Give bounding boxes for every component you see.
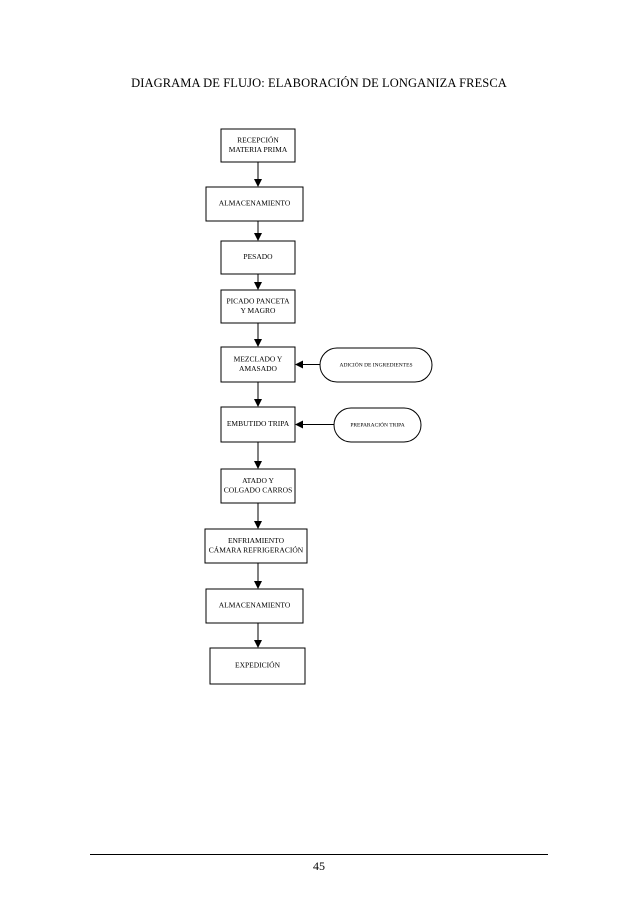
input-tripa-node: PREPARACIÓN TRIPA	[333, 407, 422, 443]
page-number: 45	[313, 859, 325, 873]
step-atado-rect	[220, 468, 296, 504]
step-mezclado-label-line: MEZCLADO Y	[234, 354, 283, 363]
input-ingredientes-shape	[319, 347, 433, 383]
step-pesado-box: PESADO	[220, 240, 296, 275]
step-atado-label-line: COLGADO CARROS	[224, 485, 293, 494]
step-recepcion-rect	[220, 128, 296, 163]
step-expedicion-rect	[209, 647, 306, 685]
step-pesado-rect	[220, 240, 296, 275]
input-ingredientes-label-line: ADICIÓN DE INGREDIENTES	[339, 360, 412, 368]
step-mezclado-label-line: AMASADO	[239, 364, 278, 373]
step-almacenamiento-1-label-line: ALMACENAMIENTO	[219, 199, 291, 208]
step-almacenamiento-2-rect	[205, 588, 304, 624]
page-title: DIAGRAMA DE FLUJO: ELABORACIÓN DE LONGAN…	[131, 76, 507, 90]
step-pesado-label-line: PESADO	[243, 252, 273, 261]
step-almacenamiento-1-box: ALMACENAMIENTO	[205, 186, 304, 222]
step-mezclado-rect	[220, 346, 296, 383]
step-almacenamiento-2-label-line: ALMACENAMIENTO	[219, 601, 291, 610]
input-tripa-label-line: PREPARACIÓN TRIPA	[350, 420, 404, 428]
step-atado-label-line: ATADO Y	[242, 476, 274, 485]
step-recepcion-label-line: RECEPCIÓN	[237, 134, 279, 144]
footer-rule	[90, 854, 548, 855]
step-embutido-rect	[220, 406, 296, 443]
step-enfriamiento-label-line: ENFRIAMIENTO	[228, 536, 285, 545]
step-enfriamiento-rect	[204, 528, 308, 564]
step-recepcion-label-line: MATERIA PRIMA	[229, 145, 288, 154]
step-almacenamiento-1-rect	[205, 186, 304, 222]
step-picado-label-line: PICADO PANCETA	[226, 296, 290, 305]
step-embutido-label-line: EMBUTIDO TRIPA	[227, 419, 290, 428]
step-almacenamiento-2-box: ALMACENAMIENTO	[205, 588, 304, 624]
step-enfriamiento-label-line: CÁMARA REFRIGERACIÓN	[209, 544, 304, 554]
input-ingredientes-node: ADICIÓN DE INGREDIENTES	[319, 347, 433, 383]
step-embutido-box: EMBUTIDO TRIPA	[220, 406, 296, 443]
input-tripa-shape	[333, 407, 422, 443]
step-expedicion-box: EXPEDICIÓN	[209, 647, 306, 685]
step-picado-label-line: Y MAGRO	[241, 306, 277, 315]
step-picado-rect	[220, 289, 296, 324]
step-expedicion-label-line: EXPEDICIÓN	[235, 660, 281, 670]
